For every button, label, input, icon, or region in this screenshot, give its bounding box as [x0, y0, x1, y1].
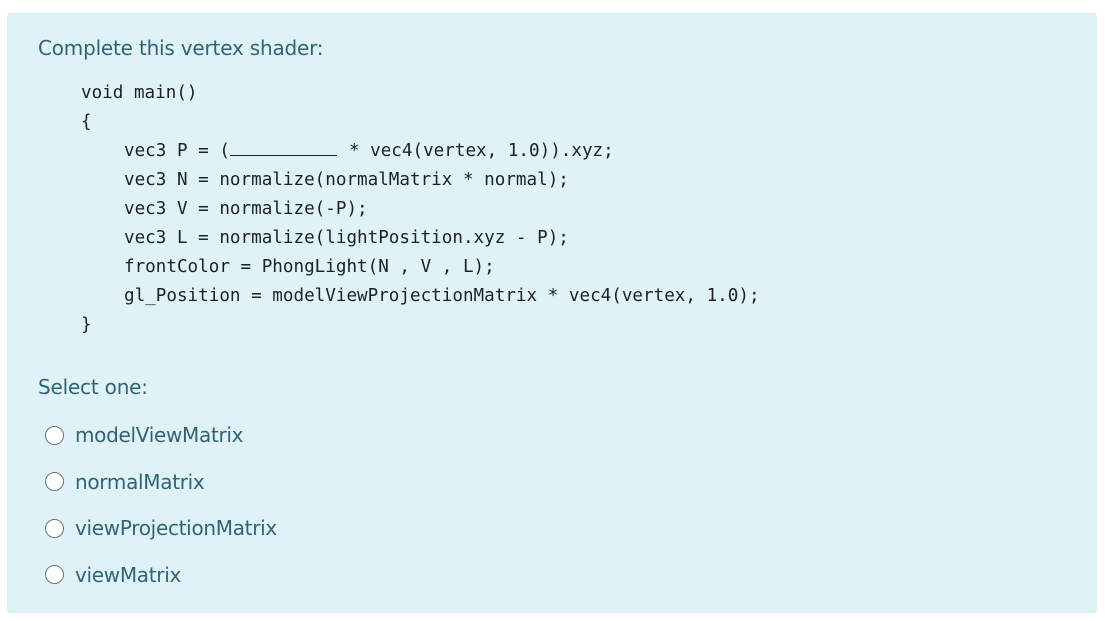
radio-button[interactable]: [45, 425, 64, 445]
question-prompt: Complete this vertex shader:: [38, 36, 324, 60]
code-block: void main() { vec3 P = ( * vec4(vertex, 1…: [81, 79, 760, 340]
code-text: * vec4(vertex, 1.0)).xyz;: [348, 141, 614, 161]
code-line: }: [81, 315, 92, 335]
select-one-label: Select one:: [38, 375, 148, 399]
question-panel: Complete this vertex shader: void main()…: [7, 13, 1097, 613]
code-line: void main(): [81, 83, 198, 103]
radio-button[interactable]: [45, 518, 64, 538]
code-text: vec3 P = (: [124, 141, 230, 161]
answer-blank: [229, 138, 337, 156]
option-model-view-matrix[interactable]: modelViewMatrix: [45, 412, 277, 459]
code-line: {: [81, 112, 92, 132]
option-view-matrix[interactable]: viewMatrix: [45, 552, 277, 599]
code-line-with-blank: vec3 P = ( * vec4(vertex, 1.0)).xyz;: [81, 137, 760, 166]
option-label[interactable]: modelViewMatrix: [75, 423, 244, 448]
code-line: vec3 V = normalize(-P);: [124, 199, 368, 219]
code-line: vec3 N = normalize(normalMatrix * normal…: [124, 170, 569, 190]
code-line: frontColor = PhongLight(N , V , L);: [124, 257, 495, 277]
code-line: vec3 L = normalize(lightPosition.xyz - P…: [124, 228, 569, 248]
radio-button[interactable]: [45, 472, 64, 492]
code-line: gl_Position = modelViewProjectionMatrix …: [124, 286, 760, 306]
answer-options: modelViewMatrix normalMatrix viewProject…: [45, 412, 277, 598]
option-label[interactable]: normalMatrix: [75, 469, 205, 494]
option-label[interactable]: viewProjectionMatrix: [75, 516, 277, 541]
radio-button[interactable]: [45, 565, 64, 585]
option-label[interactable]: viewMatrix: [75, 562, 182, 587]
option-view-projection-matrix[interactable]: viewProjectionMatrix: [45, 505, 277, 552]
option-normal-matrix[interactable]: normalMatrix: [45, 459, 277, 506]
